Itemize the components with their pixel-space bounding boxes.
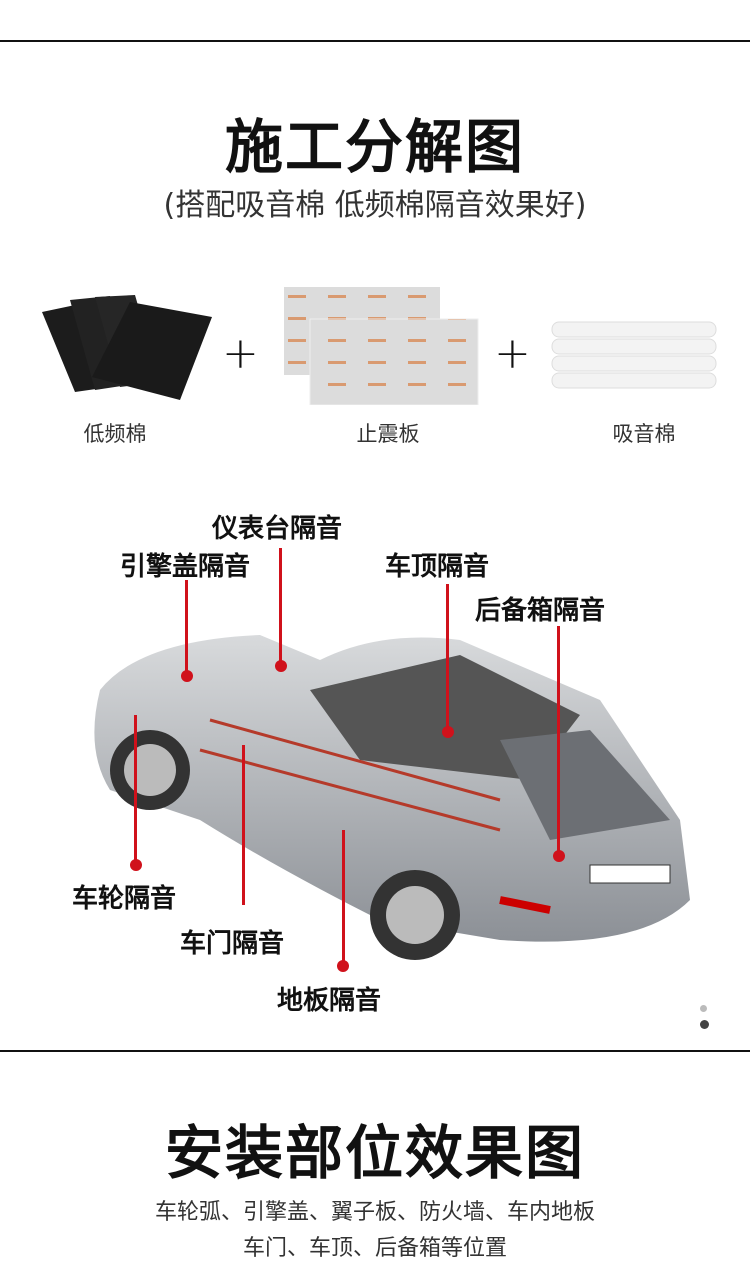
pointer-line bbox=[134, 715, 137, 865]
pointer-dot bbox=[553, 850, 565, 862]
product-label: 吸音棉 bbox=[612, 422, 676, 446]
pointer-line bbox=[446, 584, 449, 730]
section-title: 安装部位效果图 bbox=[164, 1119, 585, 1187]
black-foam-sheets-image bbox=[42, 295, 212, 400]
dot-indicator bbox=[700, 1020, 709, 1029]
pointer-dot bbox=[442, 726, 454, 738]
pointer-line bbox=[279, 548, 282, 666]
pointer-line bbox=[557, 626, 560, 854]
label-hood: 引擎盖隔音 bbox=[120, 552, 251, 582]
plus-sign: + bbox=[494, 328, 531, 379]
product-label: 低频棉 bbox=[83, 422, 147, 446]
car-cutaway-image bbox=[94, 635, 690, 960]
plus-sign: + bbox=[222, 328, 259, 379]
white-foam-rolls-image bbox=[551, 321, 717, 389]
label-door: 车门隔音 bbox=[180, 929, 285, 959]
section-title: 施工分解图 bbox=[224, 113, 525, 181]
damping-sheets-image bbox=[284, 287, 479, 405]
pointer-line bbox=[185, 580, 188, 676]
label-wheel: 车轮隔音 bbox=[72, 884, 177, 914]
label-dashboard: 仪表台隔音 bbox=[212, 514, 343, 544]
middle-divider bbox=[0, 1050, 750, 1052]
section-description: 车轮弧、引擎盖、翼子板、防火墙、车内地板 bbox=[154, 1200, 595, 1225]
label-roof: 车顶隔音 bbox=[385, 552, 490, 582]
pointer-dot bbox=[275, 660, 287, 672]
top-divider bbox=[0, 40, 750, 42]
label-trunk: 后备箱隔音 bbox=[475, 596, 606, 626]
pointer-dot bbox=[337, 960, 349, 972]
label-floor: 地板隔音 bbox=[277, 986, 382, 1016]
section-subtitle: (搭配吸音棉 低频棉隔音效果好) bbox=[163, 188, 587, 223]
product-label: 止震板 bbox=[356, 422, 420, 446]
dot-indicator bbox=[700, 1005, 707, 1012]
pointer-line bbox=[342, 830, 345, 965]
pointer-line bbox=[242, 745, 245, 905]
pointer-dot bbox=[130, 859, 142, 871]
section-description: 车门、车顶、后备箱等位置 bbox=[242, 1236, 507, 1261]
pointer-dot bbox=[181, 670, 193, 682]
